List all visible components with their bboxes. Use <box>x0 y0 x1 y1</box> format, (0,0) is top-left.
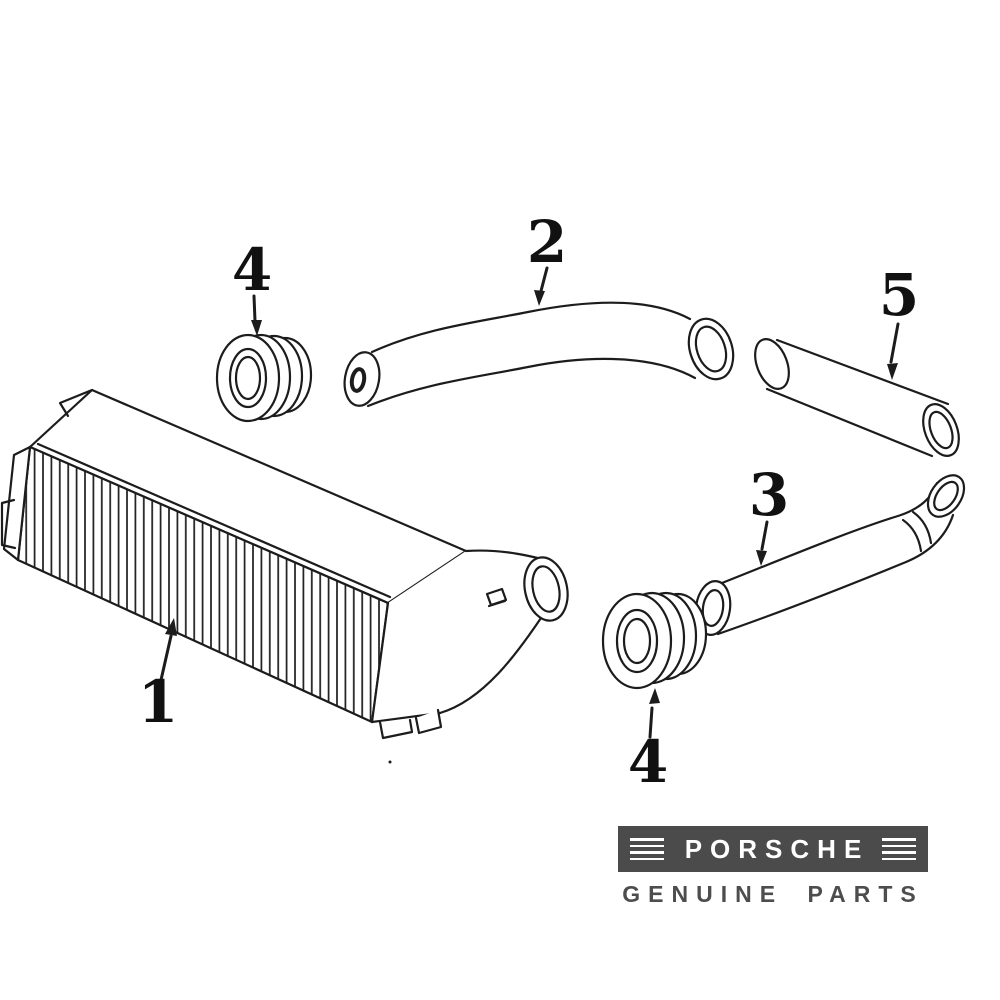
upper-hose-left-opening <box>343 351 381 407</box>
straight-tube-right-end <box>922 403 960 457</box>
leader-line-4-lower <box>648 706 654 739</box>
brand-tagline: GENUINE PARTS <box>622 881 924 907</box>
arrowhead-2 <box>534 290 545 306</box>
callout-1: 1 <box>138 618 178 736</box>
arrowhead-4-upper <box>251 320 262 336</box>
callout-3: 3 <box>749 461 789 566</box>
part-4-coupler-lower <box>601 591 708 690</box>
intercooler-left-bracket <box>0 498 17 550</box>
callout-label-2: 2 <box>527 208 567 276</box>
lower-hose-cuff-line-1 <box>901 518 923 553</box>
stripe <box>881 844 916 847</box>
coupler-lower-bore <box>622 617 652 665</box>
coupler-lower-inner-ring <box>615 608 659 674</box>
part-4-coupler-upper <box>215 333 313 423</box>
stripe <box>881 838 916 841</box>
arrowhead-3 <box>756 550 767 566</box>
intercooler-outlet-opening <box>531 565 561 613</box>
lower-hose-body <box>718 483 959 634</box>
intercooler-top-rim-line <box>36 442 392 599</box>
arrowhead-5 <box>887 363 898 380</box>
coupler-upper-face <box>215 333 281 423</box>
callout-label-5: 5 <box>879 261 919 329</box>
callout-4-lower: 4 <box>628 688 668 796</box>
arrowhead-4-lower <box>649 688 660 704</box>
part-1-intercooler <box>0 388 569 740</box>
leader-line-5 <box>889 322 900 364</box>
straight-tube-body <box>767 340 948 456</box>
callout-label-4-upper: 4 <box>232 236 272 304</box>
arrowhead-1 <box>165 618 177 636</box>
intercooler-left-end <box>2 445 32 562</box>
callout-5: 5 <box>879 261 919 380</box>
intercooler-top-step <box>58 388 94 418</box>
callout-4-upper: 4 <box>232 236 272 336</box>
part-5-straight-tube <box>754 338 960 458</box>
leader-line-2 <box>539 266 549 293</box>
stripe <box>630 838 664 841</box>
part-2-upper-hose <box>343 301 735 408</box>
leader-line-4-upper <box>252 294 257 323</box>
coupler-lower-face <box>601 592 673 690</box>
lower-hose-left-opening <box>701 589 725 627</box>
straight-tube-right-opening <box>928 410 954 450</box>
upper-hose-right-opening <box>694 325 728 373</box>
upper-hose-body <box>368 302 731 406</box>
callout-label-3: 3 <box>749 461 789 529</box>
stripe <box>630 851 664 854</box>
upper-hose-right-flange <box>687 317 735 381</box>
leader-line-3 <box>760 520 769 551</box>
stripe <box>630 857 664 860</box>
coupler-upper-inner-ring <box>228 347 268 409</box>
logo-stripes-left-icon <box>630 838 664 860</box>
intercooler-foot-left <box>378 718 414 740</box>
intercooler-foot-right <box>414 708 443 735</box>
porsche-logo-bar: PORSCHE <box>618 826 928 872</box>
intercooler-end-tank <box>372 550 556 722</box>
part-3-lower-hose <box>694 474 966 636</box>
intercooler-clip <box>485 587 508 607</box>
stripe <box>630 844 664 847</box>
porsche-genuine-parts-logo: PORSCHE GENUINE PARTS <box>618 826 928 908</box>
brand-name: PORSCHE <box>684 833 870 864</box>
callout-label-4-lower: 4 <box>628 728 668 796</box>
lower-hose-cuff-line-2 <box>911 510 933 545</box>
straight-tube-left-cut <box>754 338 790 390</box>
callout-2: 2 <box>527 208 567 306</box>
stripe <box>881 851 916 854</box>
coupler-upper-bore <box>234 355 262 401</box>
leader-line-1 <box>159 634 173 682</box>
callout-label-1: 1 <box>138 668 178 736</box>
stripe <box>881 857 916 860</box>
logo-stripes-right-icon <box>881 838 916 860</box>
lower-hose-end-opening <box>926 474 966 518</box>
upper-hose-left-bore <box>349 367 367 393</box>
speck-artifact <box>388 760 392 764</box>
